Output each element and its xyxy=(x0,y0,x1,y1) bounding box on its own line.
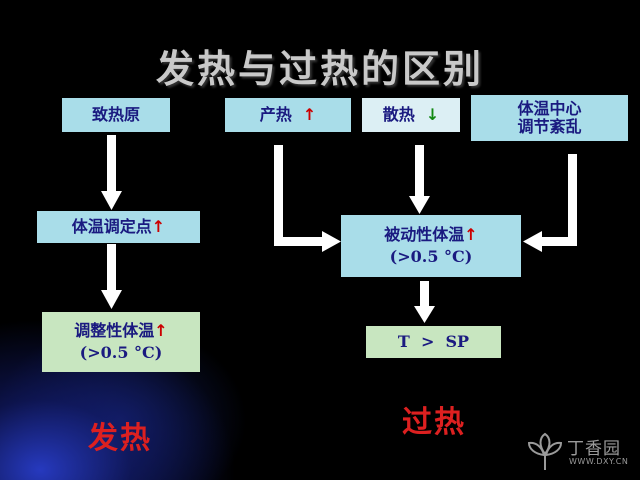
regulated-temp-label: 调整性体温 xyxy=(74,321,155,340)
arrow-head xyxy=(523,231,542,252)
arrow-head xyxy=(101,290,122,309)
arrow-shaft xyxy=(540,237,577,246)
passive-temp-box: 被动性体温↑ (>0.5 °C) xyxy=(341,215,521,277)
slide-title: 发热与过热的区别 xyxy=(155,47,484,91)
arrow-shaft xyxy=(107,135,116,193)
watermark: 丁香园 WWW.DXY.CN xyxy=(525,430,635,474)
arrow-shaft xyxy=(420,281,429,308)
arrow-head xyxy=(101,191,122,210)
center-disorder-box: 体温中心 调节紊乱 xyxy=(471,95,628,141)
center-disorder-line1: 体温中心 xyxy=(517,99,582,118)
arrow-shaft xyxy=(568,154,577,246)
arrow-head xyxy=(322,231,341,252)
arrow-shaft xyxy=(274,237,324,246)
down-arrow-icon: ↓ xyxy=(425,105,440,124)
regulated-temp-box: 调整性体温↑ (>0.5 °C) xyxy=(42,312,200,372)
arrow-shaft xyxy=(107,244,116,292)
watermark-url: WWW.DXY.CN xyxy=(569,457,629,466)
set-point-label: 体温调定点 xyxy=(71,217,152,236)
arrow-head xyxy=(409,196,430,214)
arrow-head xyxy=(414,306,435,323)
up-arrow-icon: ↑ xyxy=(464,225,478,244)
hyperthermia-label: 过热 xyxy=(402,405,466,440)
heat-production-label: 产热 xyxy=(259,105,292,124)
up-arrow-icon: ↑ xyxy=(151,217,166,236)
up-arrow-icon: ↑ xyxy=(302,105,317,124)
center-disorder-line2: 调节紊乱 xyxy=(517,117,582,136)
regulated-temp-threshold: (>0.5 °C) xyxy=(79,343,163,362)
passive-temp-label: 被动性体温 xyxy=(384,225,465,244)
heat-production-box: 产热 ↑ xyxy=(225,98,351,132)
set-point-box: 体温调定点↑ xyxy=(37,211,200,243)
arrow-shaft xyxy=(274,145,283,246)
result-label: T > SP xyxy=(397,332,470,351)
up-arrow-icon: ↑ xyxy=(154,321,168,340)
flower-logo-icon xyxy=(527,432,563,470)
pyrogen-label: 致热原 xyxy=(91,105,140,124)
arrow-shaft xyxy=(415,145,424,198)
fever-label: 发热 xyxy=(88,421,152,456)
result-box: T > SP xyxy=(366,326,501,358)
watermark-text: 丁香园 xyxy=(567,439,621,459)
pyrogen-box: 致热原 xyxy=(62,98,170,132)
heat-dissipation-box: 散热 ↓ xyxy=(362,98,460,132)
passive-temp-threshold: (>0.5 °C) xyxy=(389,247,473,266)
heat-dissipation-label: 散热 xyxy=(382,105,415,124)
